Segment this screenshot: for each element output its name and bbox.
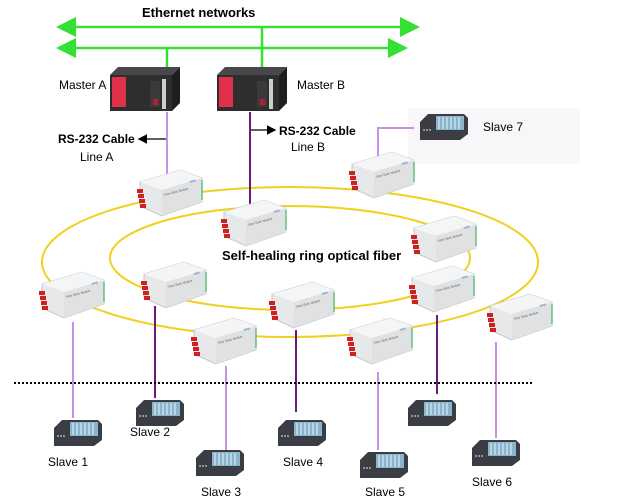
cable-b-label: RS-232 Cable — [279, 124, 356, 138]
master-b-label: Master B — [297, 78, 346, 92]
slave-4-label: Slave 4 — [283, 455, 324, 469]
slave-2-device — [135, 399, 185, 427]
fiber-module-2 — [220, 199, 287, 247]
slave-4-device — [277, 419, 327, 447]
slave-3-device — [195, 449, 245, 477]
slave-1-device — [53, 419, 103, 447]
cable-a-label: RS-232 Cable — [58, 132, 135, 146]
ethernet-bus — [56, 17, 420, 72]
master-a-device — [110, 67, 180, 111]
cable-b-line: Line B — [291, 140, 326, 154]
fiber-module-8 — [268, 281, 335, 329]
slave-6-label: Slave 6 — [472, 475, 513, 489]
slave-2-label: Slave 2 — [130, 425, 171, 439]
fiber-module-7 — [190, 317, 257, 365]
ring-label: Self-healing ring optical fiber — [222, 248, 402, 263]
fiber-module-11 — [486, 293, 553, 341]
slave-5-label: Slave 5 — [365, 485, 406, 499]
slave-3-label: Slave 3 — [201, 485, 242, 499]
ethernet-title: Ethernet networks — [142, 5, 256, 20]
slave-1-label: Slave 1 — [48, 455, 89, 469]
cable-a-line: Line A — [80, 150, 114, 164]
master-a-label: Master A — [59, 78, 107, 92]
fiber-module-1 — [136, 169, 203, 217]
master-b-device — [217, 67, 287, 111]
slave-unlabeled-device — [407, 399, 457, 427]
fiber-module-3 — [348, 151, 415, 199]
fiber-module-10 — [408, 265, 475, 313]
slave-7-device — [419, 113, 469, 141]
slave-6-device — [471, 439, 521, 467]
fiber-module-6 — [140, 261, 207, 309]
fiber-module-9 — [346, 317, 413, 365]
slave-5-device — [359, 451, 409, 479]
slave-7-label: Slave 7 — [483, 120, 524, 134]
